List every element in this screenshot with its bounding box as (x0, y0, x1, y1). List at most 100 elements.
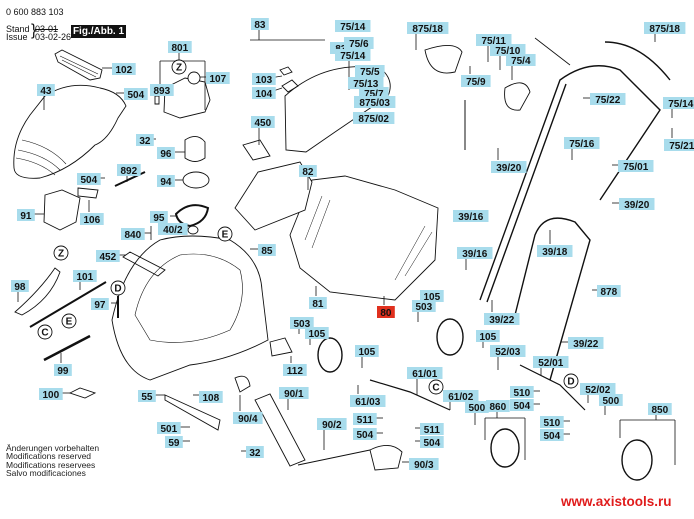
callout-text: 875/18 (649, 24, 680, 35)
callout-box (407, 22, 449, 34)
part-104 (281, 79, 299, 93)
part-75-01-handle-b (486, 83, 567, 303)
callout-labels: 8383/84103104801107893102435043296948925… (11, 18, 694, 471)
callout-text: 100 (43, 390, 60, 401)
callout-511: 511 (420, 423, 444, 436)
issue-value: 03-02-26 (35, 32, 72, 42)
callout-box (537, 245, 573, 257)
callout-box (251, 18, 269, 30)
part-90-2-axle (297, 449, 371, 466)
callout-box (663, 97, 694, 109)
marker-letter: Z (58, 249, 64, 260)
callout-text: 40/2 (163, 225, 183, 236)
callout-102: 102 (112, 63, 136, 76)
callout-text: 511 (424, 425, 441, 436)
callout-box (233, 412, 263, 424)
callout-text: 105 (480, 332, 497, 343)
callout-95: 95 (150, 211, 168, 224)
marker-letter: D (567, 377, 574, 388)
callout-box (344, 37, 374, 49)
callout-box (80, 213, 104, 225)
part-101-lever (29, 281, 107, 328)
reference-marker-d: D (110, 280, 126, 296)
callout-504: 504 (353, 428, 377, 441)
callout-500: 500 (599, 394, 623, 407)
callout-box (568, 337, 604, 349)
marker-letter: Z (176, 63, 182, 74)
callout-text: 102 (116, 65, 133, 76)
callout-text: 85 (261, 246, 273, 257)
marker-circle (171, 59, 187, 75)
part-452 (122, 251, 166, 277)
marker-letter: C (41, 328, 48, 339)
bracket-glyph: } (31, 22, 37, 39)
callout-97: 97 (91, 298, 109, 311)
callout-box (17, 209, 35, 221)
callout-box (355, 65, 385, 77)
callout-box (510, 386, 534, 398)
callout-box (258, 244, 276, 256)
callout-875-18: 875/18 (407, 22, 449, 35)
callout-text: 94 (160, 177, 172, 188)
callout-39-16: 39/16 (457, 247, 493, 260)
callout-text: 850 (652, 405, 669, 416)
note-es: Salvo modificaciones (6, 467, 86, 478)
part-wheel-rear-left (317, 337, 343, 373)
callout-106: 106 (80, 213, 104, 226)
callout-83: 83 (251, 18, 269, 31)
part-80-grassbox (289, 175, 439, 301)
part-840-deck (111, 235, 269, 381)
callout-105: 105 (420, 290, 444, 303)
callout-32: 32 (246, 446, 264, 459)
callout-112: 112 (283, 364, 307, 377)
callout-105: 105 (355, 345, 379, 358)
note-fr: Modifications reservees (6, 459, 96, 470)
part-99-spring (43, 334, 91, 362)
callout-box (420, 290, 444, 302)
callout-840: 840 (121, 228, 145, 241)
callout-box (590, 93, 626, 105)
callout-text: 32 (249, 448, 261, 459)
callout-box (251, 116, 275, 128)
callout-box (377, 306, 395, 318)
callout-99: 99 (54, 364, 72, 377)
callout-box (619, 198, 655, 210)
callout-text: 39/22 (489, 315, 514, 326)
part-75-01-handle (479, 65, 661, 301)
callout-511: 511 (353, 413, 377, 426)
callout-43: 43 (37, 84, 55, 97)
callout-510: 510 (540, 416, 564, 429)
callout-box (157, 422, 181, 434)
callout-box (540, 416, 564, 428)
callout-107: 107 (206, 72, 230, 85)
part-893 (154, 95, 160, 105)
callout-850: 850 (648, 403, 672, 416)
callout-box (252, 73, 276, 85)
marker-circle (428, 379, 444, 395)
callout-box (206, 72, 230, 84)
part-102-ribs (59, 55, 99, 78)
callout-105: 105 (305, 327, 329, 340)
callout-94: 94 (157, 175, 175, 188)
callout-box (136, 134, 154, 146)
callout-box (465, 401, 489, 413)
part-43-cover (13, 84, 127, 179)
callout-text: 504 (424, 438, 441, 449)
part-91 (43, 189, 81, 231)
callout-text: 55 (141, 392, 153, 403)
callout-box (476, 330, 500, 342)
callout-text: 104 (256, 89, 273, 100)
stand-label: Stand (6, 24, 30, 34)
callout-box (335, 20, 371, 32)
callout-39-20: 39/20 (491, 161, 527, 174)
part-450 (242, 139, 271, 161)
part-75-4-switch (504, 82, 531, 111)
callout-104: 104 (252, 87, 276, 100)
callout-text: 75/5 (360, 67, 380, 78)
callout-text: 52/02 (585, 385, 610, 396)
callout-box (490, 345, 526, 357)
callout-text: 504 (514, 401, 531, 412)
callout-text: 39/20 (624, 200, 649, 211)
